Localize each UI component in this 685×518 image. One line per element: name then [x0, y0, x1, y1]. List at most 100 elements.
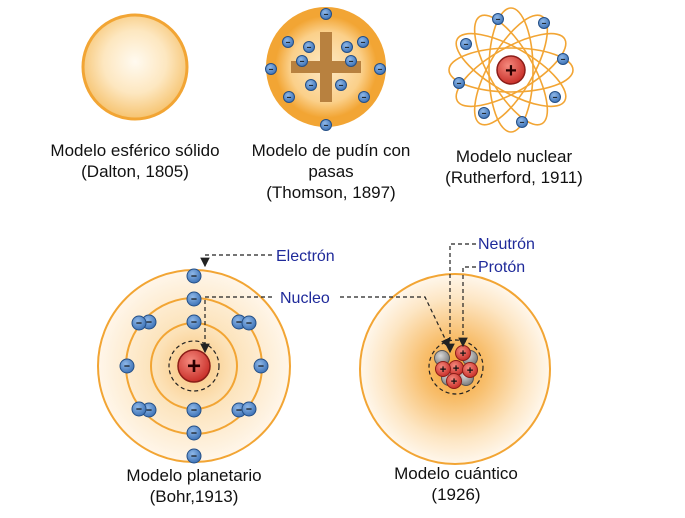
- minus-icon: −: [378, 65, 383, 74]
- rutherford-orbit: [455, 32, 567, 108]
- minus-icon: −: [324, 10, 329, 19]
- bohr-electron: −: [241, 315, 257, 331]
- label-nucleus: Nucleo: [280, 290, 330, 307]
- thomson-electron: −: [303, 41, 315, 53]
- rutherford-electron: −: [492, 13, 504, 25]
- minus-icon: −: [457, 79, 462, 88]
- plus-icon: +: [453, 363, 460, 375]
- label-neutron: Neutrón: [478, 236, 535, 253]
- bohr-electrons: −−−−−−−−−−−−−−−−: [119, 268, 269, 464]
- thomson-electron: −: [345, 55, 357, 67]
- minus-icon: −: [496, 15, 501, 24]
- caption-quantum-name: Modelo cuántico: [394, 464, 518, 483]
- thomson-electrons: −−−−−−−−−−−−−−: [265, 8, 386, 131]
- bohr-electron: −: [119, 358, 135, 374]
- minus-icon: −: [236, 317, 242, 329]
- rutherford-orbits: [448, 7, 574, 133]
- caption-bohr-detail: (Bohr,1913): [149, 487, 239, 506]
- rutherford-orbit: [455, 32, 567, 108]
- nucleus-leader-quantum: [340, 296, 450, 349]
- minus-icon: −: [191, 451, 197, 463]
- rutherford-electron: −: [460, 38, 472, 50]
- caption-thomson-name-2: pasas: [308, 162, 354, 181]
- rutherford-electron: −: [478, 107, 490, 119]
- label-electron: Electrón: [276, 248, 335, 265]
- minus-icon: −: [269, 65, 274, 74]
- minus-icon: −: [191, 428, 197, 440]
- rutherford-electron: −: [557, 53, 569, 65]
- minus-icon: −: [482, 109, 487, 118]
- minus-icon: −: [349, 57, 354, 66]
- minus-icon: −: [561, 55, 566, 64]
- thomson-electron: −: [374, 63, 386, 75]
- thomson-electron: −: [357, 36, 369, 48]
- plus-icon: +: [460, 348, 467, 360]
- minus-icon: −: [309, 81, 314, 90]
- caption-rutherford-detail: (Rutherford, 1911): [445, 168, 583, 187]
- thomson-electron: −: [341, 41, 353, 53]
- caption-dalton-detail: (Dalton, 1805): [81, 162, 189, 181]
- rutherford-orbit: [488, 7, 534, 133]
- bohr-plus-icon: +: [187, 353, 201, 380]
- nucleus-leader-bohr: [200, 296, 272, 354]
- minus-icon: −: [146, 317, 152, 329]
- minus-icon: −: [362, 93, 367, 102]
- caption-thomson-name: Modelo de pudín con: [251, 141, 411, 160]
- dalton-model: [81, 13, 189, 121]
- caption-thomson: Modelo de pudín con pasas (Thomson, 1897…: [236, 140, 426, 203]
- minus-icon: −: [191, 405, 197, 417]
- caption-dalton-name: Modelo esférico sólido: [50, 141, 220, 160]
- rutherford-orbit: [448, 47, 574, 93]
- quantum-nucleus-outline: [428, 339, 484, 395]
- bohr-electron: −: [186, 314, 202, 330]
- quantum-model: +++++: [359, 273, 551, 465]
- bohr-electron: −: [186, 402, 202, 418]
- bohr-electron: −: [131, 401, 147, 417]
- minus-icon: −: [124, 361, 130, 373]
- thomson-electron: −: [265, 63, 277, 75]
- bohr-electron: −: [186, 291, 202, 307]
- minus-icon: −: [361, 38, 366, 47]
- bohr-electron: −: [241, 401, 257, 417]
- electron-leader: [200, 254, 272, 268]
- minus-icon: −: [136, 318, 142, 330]
- caption-dalton: Modelo esférico sólido (Dalton, 1805): [30, 140, 240, 182]
- caption-bohr: Modelo planetario (Bohr,1913): [104, 465, 284, 507]
- bohr-model: + −−−−−−−−−−−−−−−−: [97, 268, 291, 464]
- bohr-electron: −: [253, 358, 269, 374]
- rutherford-orbit: [473, 14, 549, 126]
- minus-icon: −: [146, 405, 152, 417]
- minus-icon: −: [136, 404, 142, 416]
- caption-quantum-detail: (1926): [431, 485, 481, 504]
- thomson-electron: −: [358, 91, 370, 103]
- rutherford-plus-icon: +: [505, 60, 517, 82]
- rutherford-nucleus: [496, 55, 526, 85]
- thomson-electron: −: [282, 36, 294, 48]
- rutherford-electrons: −−−−−−−−: [453, 13, 569, 128]
- quantum-nucleus: +++++: [434, 345, 478, 389]
- thomson-model: −−−−−−−−−−−−−−: [265, 7, 386, 131]
- caption-thomson-detail: (Thomson, 1897): [266, 183, 396, 202]
- bohr-electron: −: [186, 448, 202, 464]
- minus-icon: −: [191, 294, 197, 306]
- minus-icon: −: [324, 121, 329, 130]
- minus-icon: −: [307, 43, 312, 52]
- minus-icon: −: [191, 317, 197, 329]
- caption-quantum: Modelo cuántico (1926): [368, 463, 544, 505]
- thomson-electron: −: [320, 119, 332, 131]
- thomson-electron: −: [283, 91, 295, 103]
- bohr-electron: −: [186, 425, 202, 441]
- rutherford-electron: −: [516, 116, 528, 128]
- bohr-nucleus-outline: [168, 340, 220, 392]
- minus-icon: −: [345, 43, 350, 52]
- minus-icon: −: [464, 40, 469, 49]
- plus-icon: +: [440, 364, 447, 376]
- positive-charge-horizontal: [291, 61, 361, 73]
- rutherford-electron: −: [538, 17, 550, 29]
- rutherford-electron: −: [453, 77, 465, 89]
- caption-rutherford: Modelo nuclear (Rutherford, 1911): [428, 146, 600, 188]
- rutherford-orbit: [473, 14, 549, 126]
- plus-icon: +: [451, 376, 458, 388]
- plus-icon: +: [467, 365, 474, 377]
